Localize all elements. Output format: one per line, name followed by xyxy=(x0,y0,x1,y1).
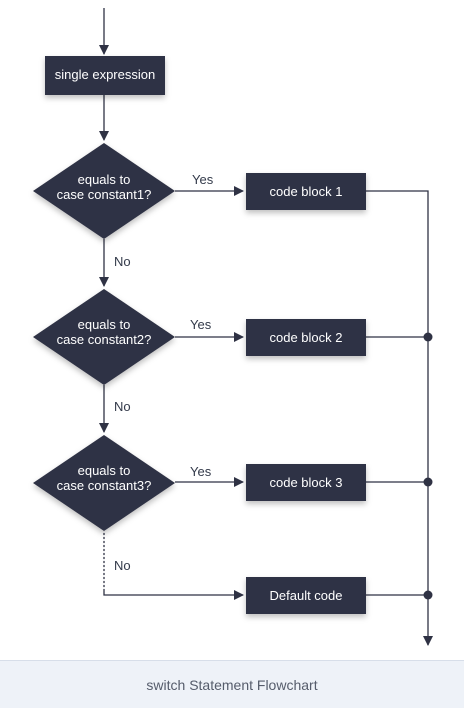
decision-1-line2: case constant1? xyxy=(57,187,152,202)
junction-dots xyxy=(423,332,433,600)
code-block-node-3: code block 3 xyxy=(246,464,366,501)
decision-2-line2: case constant2? xyxy=(57,332,152,347)
connector-lines xyxy=(99,8,433,646)
switch-flowchart: single expression equals to case constan… xyxy=(33,8,433,646)
no-label-3: No xyxy=(114,558,131,573)
code-block-2-label: code block 2 xyxy=(270,330,343,345)
code-block-1-label: code block 1 xyxy=(270,184,343,199)
decision-node-2: equals to case constant2? xyxy=(33,289,175,385)
junction-dot xyxy=(423,477,433,487)
junction-dot xyxy=(423,590,433,600)
decision-3-line1: equals to xyxy=(78,463,131,478)
default-node: Default code xyxy=(246,577,366,614)
decision-node-3: equals to case constant3? xyxy=(33,435,175,531)
decision-1-line1: equals to xyxy=(78,172,131,187)
junction-dot xyxy=(423,332,433,342)
code-block1-exit-line xyxy=(366,190,433,646)
yes-label-1: Yes xyxy=(192,172,214,187)
code-block-3-label: code block 3 xyxy=(270,475,343,490)
decision-3-line2: case constant3? xyxy=(57,478,152,493)
yes-label-3: Yes xyxy=(190,464,212,479)
no-label-1: No xyxy=(114,254,131,269)
default-node-label: Default code xyxy=(270,588,343,603)
start-node: single expression xyxy=(45,56,165,95)
code-block-node-1: code block 1 xyxy=(246,173,366,210)
code-block-node-2: code block 2 xyxy=(246,319,366,356)
no-label-2: No xyxy=(114,399,131,414)
yes-label-2: Yes xyxy=(190,317,212,332)
figure-caption: switch Statement Flowchart xyxy=(0,660,464,708)
start-node-label: single expression xyxy=(55,67,155,82)
decision-node-1: equals to case constant1? xyxy=(33,143,175,239)
decision-2-line1: equals to xyxy=(78,317,131,332)
